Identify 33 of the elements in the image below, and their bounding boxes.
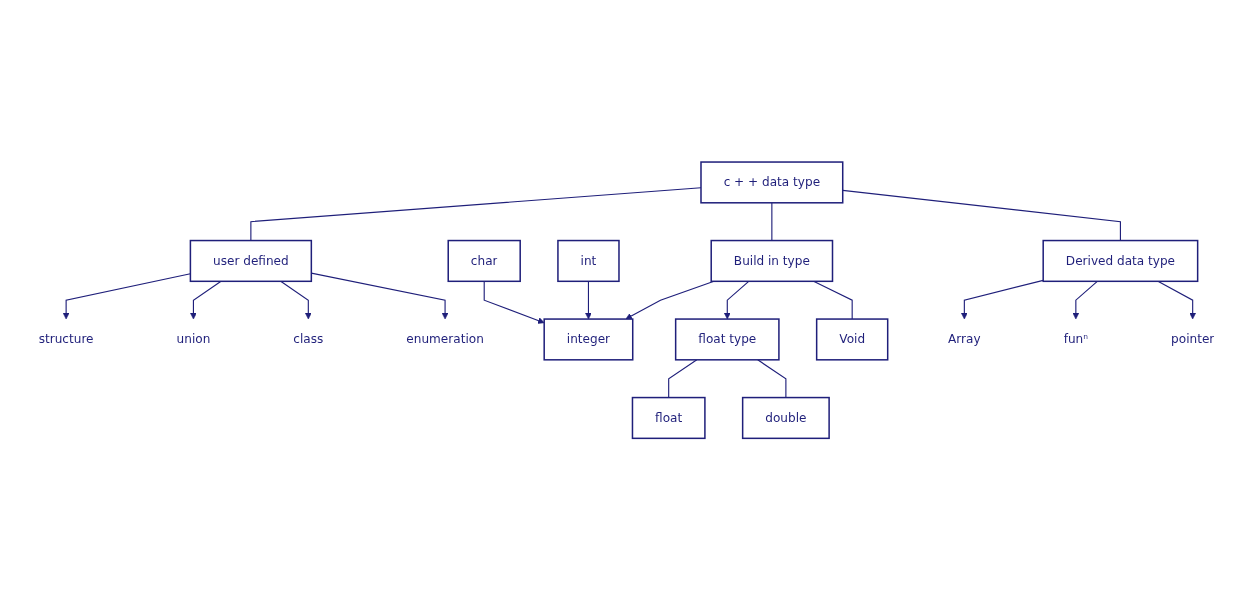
node-box: double [741,397,830,440]
connector [771,202,773,242]
arrow [483,281,545,325]
node-text: enumeration [406,332,484,347]
node-box: Void [815,318,889,361]
node-text: pointer [1171,332,1215,347]
arrow [280,281,312,320]
node-box: Build in type [710,240,834,283]
arrow [1072,281,1098,320]
node-text: funⁿ [1063,332,1089,347]
arrow [62,273,191,320]
node-box: float [631,397,706,440]
node-box: c + + data type [700,161,844,204]
arrow [585,281,592,320]
node-box: char [447,240,521,283]
node-box: Derived data type [1042,240,1199,283]
arrow [190,281,222,320]
connector [250,187,702,242]
connector [842,190,1121,242]
arrow [1157,281,1196,320]
node-box: user defined [189,240,313,283]
node-text: class [293,332,324,347]
arrow [723,281,750,320]
node-box: integer [543,318,634,361]
connector [813,281,853,320]
node-text: structure [38,332,94,347]
connector [757,359,787,399]
arrow [961,280,1044,320]
node-text: union [176,332,211,347]
node-text: Array [948,332,981,347]
node-box: float type [674,318,780,361]
node-box: int [557,240,620,283]
connector [668,359,698,399]
